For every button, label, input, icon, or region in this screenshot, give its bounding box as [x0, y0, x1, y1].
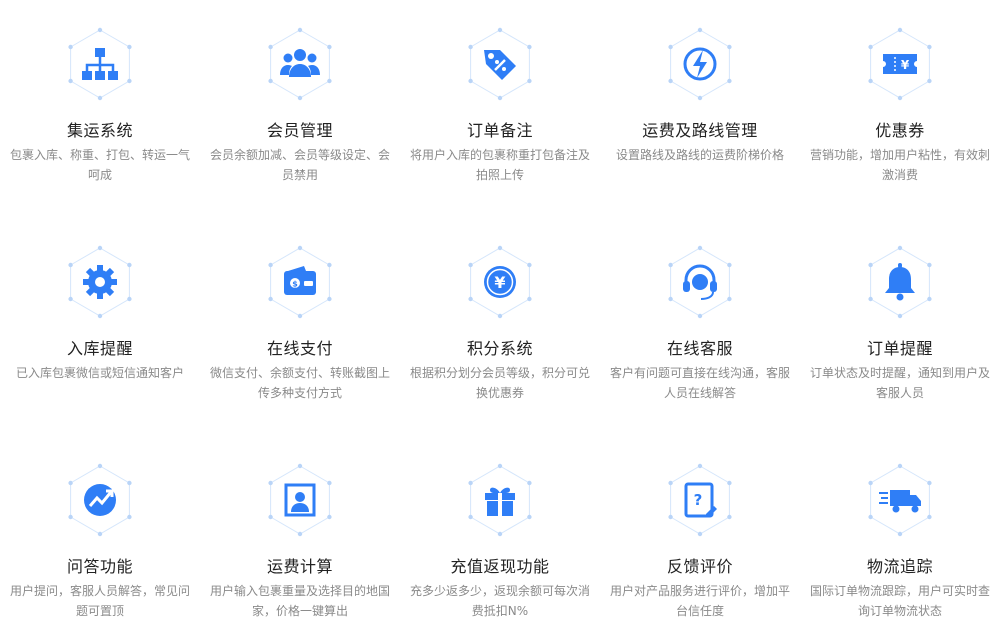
gift-icon	[476, 476, 524, 524]
feature-description: 订单状态及时提醒，通知到用户及客服人员	[809, 366, 990, 400]
feature-card[interactable]: ¥ 优惠券营销功能，增加用户粘性，有效刺激消费	[800, 0, 1000, 218]
feature-title: 充值返现功能	[450, 557, 550, 576]
gear-icon	[76, 258, 124, 306]
users-icon	[276, 40, 324, 88]
feature-title: 反馈评价	[666, 557, 733, 576]
feature-description: 已入库包裹微信或短信通知客户	[15, 366, 184, 380]
hexagon-decoration	[460, 460, 540, 540]
feature-title: 问答功能	[66, 557, 133, 576]
yen-coin-icon: ¥	[476, 258, 524, 306]
feature-card[interactable]: ¥ 积分系统根据积分划分会员等级，积分可兑换优惠券	[400, 218, 600, 436]
hexagon-decoration	[260, 242, 340, 322]
feature-title: 优惠券	[875, 121, 925, 140]
feature-title: 入库提醒	[66, 339, 133, 358]
trend-icon	[76, 476, 124, 524]
feature-title: 集运系统	[66, 121, 133, 140]
lightning-icon	[676, 40, 724, 88]
tag-percent-icon	[476, 40, 524, 88]
feature-title: 积分系统	[466, 339, 533, 358]
feature-card[interactable]: 运费及路线管理设置路线及路线的运费阶梯价格	[600, 0, 800, 218]
feature-card[interactable]: 订单备注将用户入库的包裹称重打包备注及拍照上传	[400, 0, 600, 218]
feature-description: 用户提问，客服人员解答，常见问题可置顶	[9, 584, 190, 618]
feature-description: 包裹入库、称重、打包、转运一气呵成	[9, 148, 190, 182]
feature-title: 运费及路线管理	[642, 121, 758, 140]
feature-card[interactable]: 在线客服客户有问题可直接在线沟通，客服人员在线解答	[600, 218, 800, 436]
feature-title: 在线客服	[666, 339, 733, 358]
feature-card[interactable]: 物流追踪国际订单物流跟踪，用户可实时查询订单物流状态	[800, 436, 1000, 639]
org-chart-icon	[76, 40, 124, 88]
feature-description: 客户有问题可直接在线沟通，客服人员在线解答	[609, 366, 790, 400]
feature-description: 根据积分划分会员等级，积分可兑换优惠券	[409, 366, 590, 400]
portrait-icon	[276, 476, 324, 524]
feature-description: 国际订单物流跟踪，用户可实时查询订单物流状态	[809, 584, 990, 618]
feature-card[interactable]: 入库提醒已入库包裹微信或短信通知客户	[0, 218, 200, 436]
feature-card[interactable]: $ 在线支付微信支付、余额支付、转账截图上传多种支付方式	[200, 218, 400, 436]
svg-text:¥: ¥	[494, 273, 505, 292]
svg-text:$: $	[292, 280, 298, 289]
feature-title: 物流追踪	[866, 557, 933, 576]
hexagon-decoration	[860, 460, 940, 540]
hexagon-decoration	[660, 24, 740, 104]
hexagon-decoration	[660, 460, 740, 540]
feature-card[interactable]: 订单提醒订单状态及时提醒，通知到用户及客服人员	[800, 218, 1000, 436]
bell-icon	[876, 258, 924, 306]
feature-description: 微信支付、余额支付、转账截图上传多种支付方式	[209, 366, 390, 400]
feature-title: 订单提醒	[866, 339, 933, 358]
hexagon-decoration	[660, 242, 740, 322]
hexagon-decoration	[860, 242, 940, 322]
feature-card[interactable]: 问答功能用户提问，客服人员解答，常见问题可置顶	[0, 436, 200, 639]
coupon-icon: ¥	[876, 40, 924, 88]
hexagon-decoration	[460, 24, 540, 104]
feature-description: 会员余额加减、会员等级设定、会员禁用	[209, 148, 390, 182]
feature-description: 将用户入库的包裹称重打包备注及拍照上传	[409, 148, 590, 182]
feature-card[interactable]: 会员管理会员余额加减、会员等级设定、会员禁用	[200, 0, 400, 218]
question-doc-icon: ?	[676, 476, 724, 524]
hexagon-decoration	[260, 24, 340, 104]
feature-description: 设置路线及路线的运费阶梯价格	[615, 148, 784, 162]
feature-description: 充多少返多少，返现余额可每次消费抵扣N%	[409, 584, 590, 618]
feature-card[interactable]: 充值返现功能充多少返多少，返现余额可每次消费抵扣N%	[400, 436, 600, 639]
feature-card[interactable]: 运费计算用户输入包裹重量及选择目的地国家，价格一键算出	[200, 436, 400, 639]
feature-card[interactable]: 集运系统包裹入库、称重、打包、转运一气呵成	[0, 0, 200, 218]
feature-description: 营销功能，增加用户粘性，有效刺激消费	[809, 148, 990, 182]
hexagon-decoration	[60, 24, 140, 104]
feature-title: 在线支付	[266, 339, 333, 358]
wallet-icon: $	[276, 258, 324, 306]
feature-description: 用户对产品服务进行评价，增加平台信任度	[609, 584, 790, 618]
hexagon-decoration	[460, 242, 540, 322]
headset-icon	[676, 258, 724, 306]
svg-text:?: ?	[694, 491, 703, 509]
hexagon-decoration	[60, 242, 140, 322]
feature-title: 会员管理	[266, 121, 333, 140]
truck-icon	[876, 476, 924, 524]
feature-description: 用户输入包裹重量及选择目的地国家，价格一键算出	[209, 584, 390, 618]
hexagon-decoration	[60, 460, 140, 540]
feature-card[interactable]: ? 反馈评价用户对产品服务进行评价，增加平台信任度	[600, 436, 800, 639]
svg-text:¥: ¥	[901, 58, 910, 72]
hexagon-decoration	[860, 24, 940, 104]
feature-title: 运费计算	[266, 557, 333, 576]
feature-title: 订单备注	[466, 121, 533, 140]
hexagon-decoration	[260, 460, 340, 540]
